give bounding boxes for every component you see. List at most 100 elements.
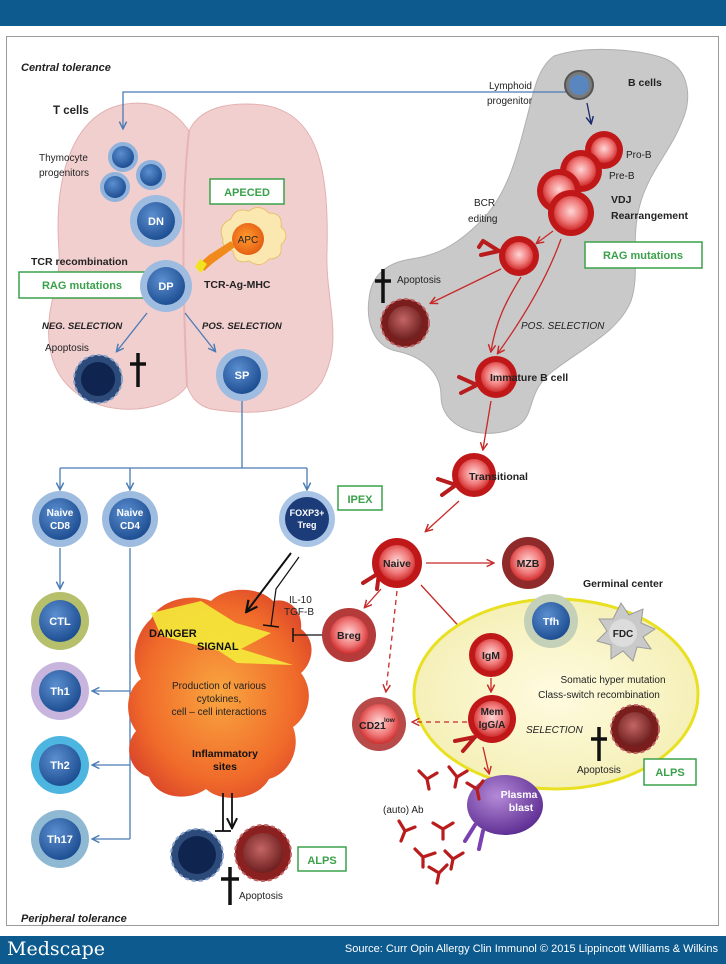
lymphoid-progenitor-label-1: Lymphoid <box>489 81 532 92</box>
vdj-nucleus <box>554 196 588 230</box>
th17-nucleus <box>39 818 81 860</box>
igm-label: IgM <box>482 650 500 662</box>
foxp3-treg-nucleus <box>285 497 329 541</box>
breg-label: Breg <box>337 630 361 642</box>
treg-inhibition-bar <box>262 624 280 628</box>
tgfb-label: TGF-B <box>284 607 314 618</box>
fdc-nucleus <box>609 619 637 647</box>
neg-selection-label: NEG. SELECTION <box>42 321 123 332</box>
cd21-sup-label: low <box>384 717 396 724</box>
pre-b-label: Pre-B <box>609 171 635 182</box>
transitional-to-naive-arrow <box>426 500 460 531</box>
apoptotic-b-nucleus <box>388 306 422 340</box>
cd21-low-nucleus <box>359 704 399 744</box>
header-bar <box>0 0 726 26</box>
foxp3-label-1: FOXP3+ <box>290 508 325 518</box>
progenitor-to-prob-arrow <box>587 102 591 123</box>
foxp3-label-2: Treg <box>297 520 316 530</box>
tcr-recombination-label: TCR recombination <box>31 256 128 268</box>
mzb-nucleus <box>510 545 546 581</box>
bcr-label-1: BCR <box>474 198 495 209</box>
th1-label: Th1 <box>50 686 70 698</box>
b-cells-label: B cells <box>628 77 662 89</box>
t-cells-label: T cells <box>53 105 89 117</box>
rag-mutations-t-label: RAG mutations <box>42 280 122 292</box>
pro-b-label: Pro-B <box>626 150 652 161</box>
apc-label: APC <box>238 235 259 246</box>
apoptotic-t-nucleus-bottom <box>178 836 216 874</box>
treg-inhibition-line <box>270 556 300 627</box>
apoptotic-t-nucleus <box>81 362 115 396</box>
tcr-ag-mhc-marker <box>195 259 207 273</box>
bcr-to-apoptosis-arrow <box>431 268 502 303</box>
vdj-label-2: Rearrangement <box>611 210 689 222</box>
tolerance-diagram: Central tolerance Peripheral tolerance T… <box>18 48 703 925</box>
mem-label-1: Mem <box>481 707 504 718</box>
pos-selection-b-label: POS. SELECTION <box>521 321 605 332</box>
plasma-label-1: Plasma <box>501 789 538 801</box>
figure-frame: Central tolerance Peripheral tolerance T… <box>6 36 719 926</box>
dn-nucleus <box>137 202 175 240</box>
tcr-mhc-bond <box>200 241 235 271</box>
alps-bottom-label: ALPS <box>307 855 336 867</box>
mem-label-2: IgG/A <box>479 720 506 731</box>
naive-b-cell <box>361 538 422 591</box>
cross-icon-b <box>375 269 391 303</box>
vdj-to-immature-arrow <box>498 238 562 353</box>
cd4-to-th-arrows <box>93 548 131 839</box>
germinal-center-label: Germinal center <box>583 578 663 590</box>
plasmablast-extension <box>463 823 485 851</box>
sp-distribution-arrows <box>60 401 307 489</box>
thymus-lobe-divider <box>182 130 190 387</box>
naive-b-label: Naive <box>383 558 411 570</box>
transitional-b-cell <box>436 453 496 497</box>
alps-gc-label: ALPS <box>655 767 684 779</box>
progenitor-to-thymus-arrow <box>123 91 566 128</box>
plasma-label-2: blast <box>509 802 534 814</box>
inflammatory-label-2: sites <box>213 761 237 773</box>
sp-label: SP <box>235 370 250 382</box>
thymocyte-progenitor-cells <box>100 142 166 202</box>
vdj-label-1: VDJ <box>611 194 632 206</box>
ctl-label: CTL <box>49 616 71 628</box>
naive-cd4-label-1: Naive <box>117 508 144 519</box>
mzb-label: MZB <box>517 558 540 570</box>
th2-label: Th2 <box>50 760 70 772</box>
signal-label: SIGNAL <box>197 641 239 653</box>
igm-nucleus <box>475 639 507 671</box>
cross-icon-bottom <box>221 867 239 905</box>
naive-cd8-nucleus <box>39 498 81 540</box>
shm-label: Somatic hyper mutation <box>560 675 665 686</box>
alps-bottom-box <box>297 846 347 872</box>
alps-gc-box <box>643 758 697 786</box>
central-tolerance-label: Central tolerance <box>21 62 111 74</box>
immature-b-cell <box>457 356 517 398</box>
naive-cd8-label-2: CD8 <box>50 521 70 532</box>
apoptosis-b-label: Apoptosis <box>397 275 441 286</box>
inflammatory-site-shape <box>128 589 312 798</box>
danger-signal-bolt <box>151 601 293 665</box>
naive-cd4-nucleus <box>109 498 151 540</box>
dp-nucleus <box>147 267 185 305</box>
mem-to-plasma-arrow <box>482 746 489 773</box>
csr-label: Class-switch recombination <box>538 690 660 701</box>
apc-nucleus <box>232 223 264 255</box>
inflammatory-label-1: Inflammatory <box>192 748 258 760</box>
apoptosis-bottom-label: Apoptosis <box>239 891 283 902</box>
selection-gc-label: SELECTION <box>526 725 583 736</box>
apoptotic-b-nucleus-bottom <box>243 833 283 873</box>
dp-to-sp-arrow <box>184 312 215 351</box>
memory-b-cell <box>453 695 516 753</box>
peripheral-tolerance-label: Peripheral tolerance <box>21 913 127 925</box>
tcr-ag-mhc-label: TCR-Ag-MHC <box>204 279 271 291</box>
pro-b-nucleus <box>591 137 617 163</box>
cd21-label: CD21 <box>359 720 386 732</box>
th17-label: Th17 <box>47 834 73 846</box>
pos-selection-t-label: POS. SELECTION <box>202 321 283 332</box>
footer-bar: Medscape Source: Curr Opin Allergy Clin … <box>0 936 726 964</box>
treg-to-danger-arrow <box>247 552 292 611</box>
ipex-box <box>337 485 383 511</box>
auto-ab-label: (auto) Ab <box>383 805 424 816</box>
apeced-box <box>209 178 285 205</box>
medscape-logo[interactable]: Medscape <box>7 938 105 960</box>
